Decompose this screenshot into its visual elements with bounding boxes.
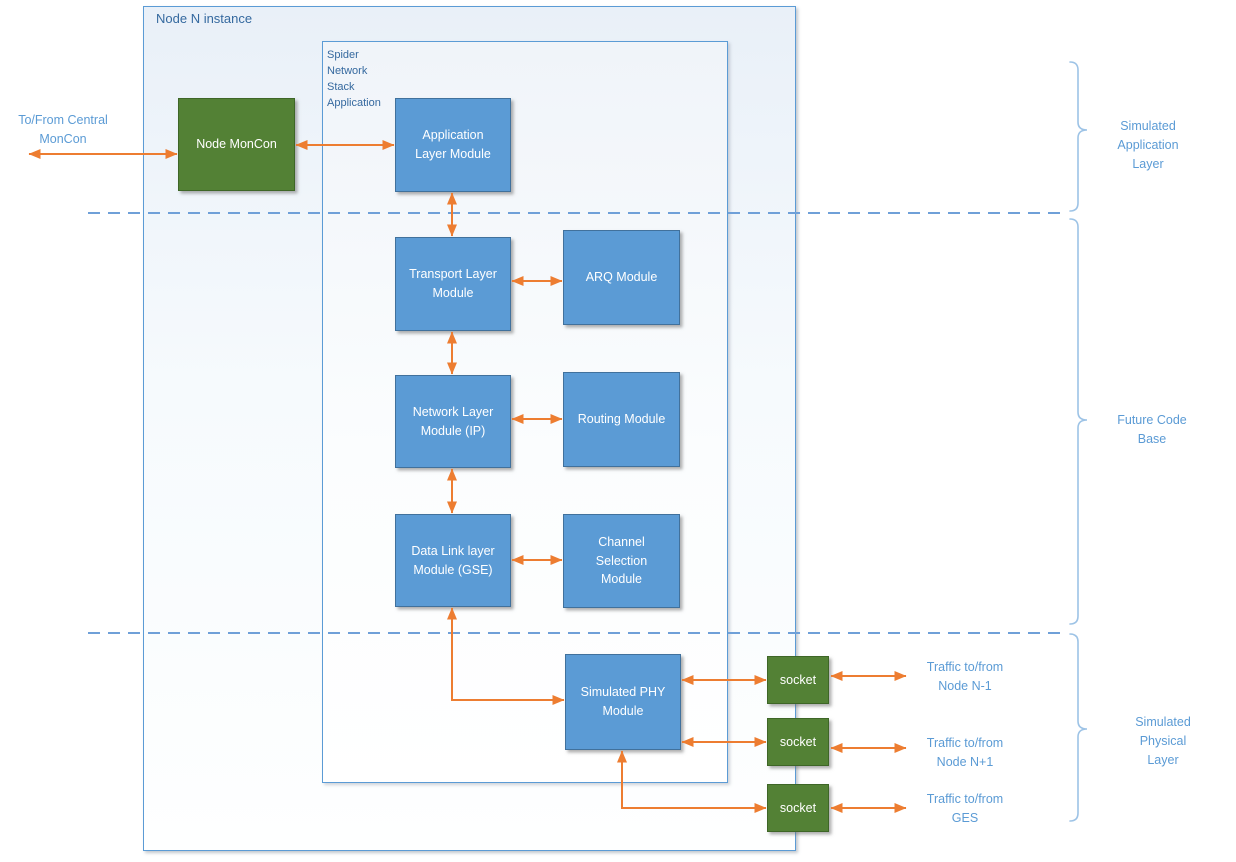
module-data-link-layer: Data Link layer Module (GSE)	[395, 514, 511, 607]
module-transport-layer: Transport Layer Module	[395, 237, 511, 331]
label-traffic-node-n-minus-1: Traffic to/from Node N-1	[926, 660, 1004, 693]
label-to-from-central-moncon: To/From Central MonCon	[18, 113, 108, 146]
label-traffic-node-n-plus-1: Traffic to/from Node N+1	[926, 736, 1004, 769]
socket-box-node-n-minus-1: socket	[767, 656, 829, 704]
module-node-moncon: Node MonCon	[178, 98, 295, 191]
label-simulated-physical-layer: Simulated Physical Layer	[1135, 715, 1191, 767]
brace-future-code-base	[1069, 218, 1088, 625]
module-network-layer: Network Layer Module (IP)	[395, 375, 511, 468]
spider-network-stack-label: Spider Network Stack Application	[327, 49, 381, 109]
module-routing: Routing Module	[563, 372, 680, 467]
socket-box-node-n-plus-1: socket	[767, 718, 829, 766]
module-channel-selection: Channel Selection Module	[563, 514, 680, 608]
brace-simulated-physical-layer	[1069, 633, 1088, 822]
brace-simulated-application-layer	[1069, 61, 1088, 212]
module-arq: ARQ Module	[563, 230, 680, 325]
label-simulated-application-layer: Simulated Application Layer	[1117, 119, 1179, 171]
socket-box-ges: socket	[767, 784, 829, 832]
module-simulated-phy: Simulated PHY Module	[565, 654, 681, 750]
label-traffic-ges: Traffic to/from GES	[926, 792, 1004, 825]
module-application-layer: Application Layer Module	[395, 98, 511, 192]
label-future-code-base: Future Code Base	[1117, 413, 1187, 446]
node-n-instance-title: Node N instance	[156, 11, 253, 26]
